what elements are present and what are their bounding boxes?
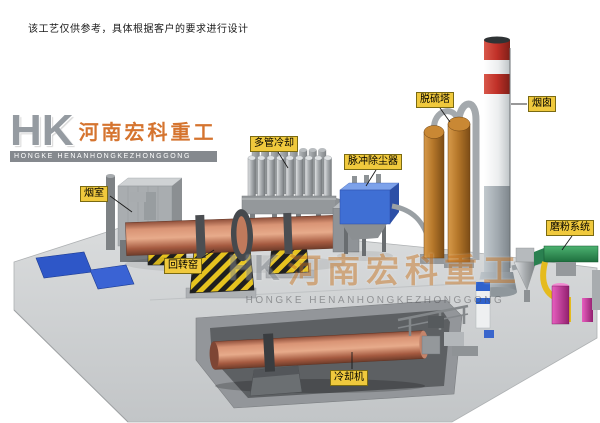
pulse-dust-collector <box>337 174 432 261</box>
logo-monogram: HK <box>10 106 74 155</box>
company-logo: HK 河南宏科重工 HONGKE HENANHONGKEZHONGGONG <box>10 106 217 163</box>
label-chimney: 烟囱 <box>528 96 556 112</box>
desulfurization-towers <box>420 100 480 268</box>
label-pulse-dust-collector: 脉冲除尘器 <box>344 154 402 170</box>
label-rotary-kiln: 回转窑 <box>164 258 202 274</box>
grinding-system <box>397 245 600 356</box>
label-cooling-machine: 冷却机 <box>330 370 368 386</box>
label-leader-lines <box>109 103 573 369</box>
disclaimer-text: 该工艺仅供参考，具体根据客户的要求进行设计 <box>28 24 249 35</box>
cooling-machine <box>209 330 441 397</box>
logo-company-name-en: HONGKE HENANHONGKEZHONGGONG <box>10 151 217 163</box>
chimney <box>477 36 517 297</box>
logo-company-name-cn: 河南宏科重工 <box>78 122 217 145</box>
label-multi-tube-cooler: 多管冷却 <box>250 136 298 152</box>
smoke-chamber-bag-filter <box>35 174 187 290</box>
label-desulfurization-tower: 脱硫塔 <box>416 92 454 108</box>
label-grinding-system: 磨粉系统 <box>546 220 594 236</box>
label-smoke-chamber: 烟室 <box>80 186 108 202</box>
